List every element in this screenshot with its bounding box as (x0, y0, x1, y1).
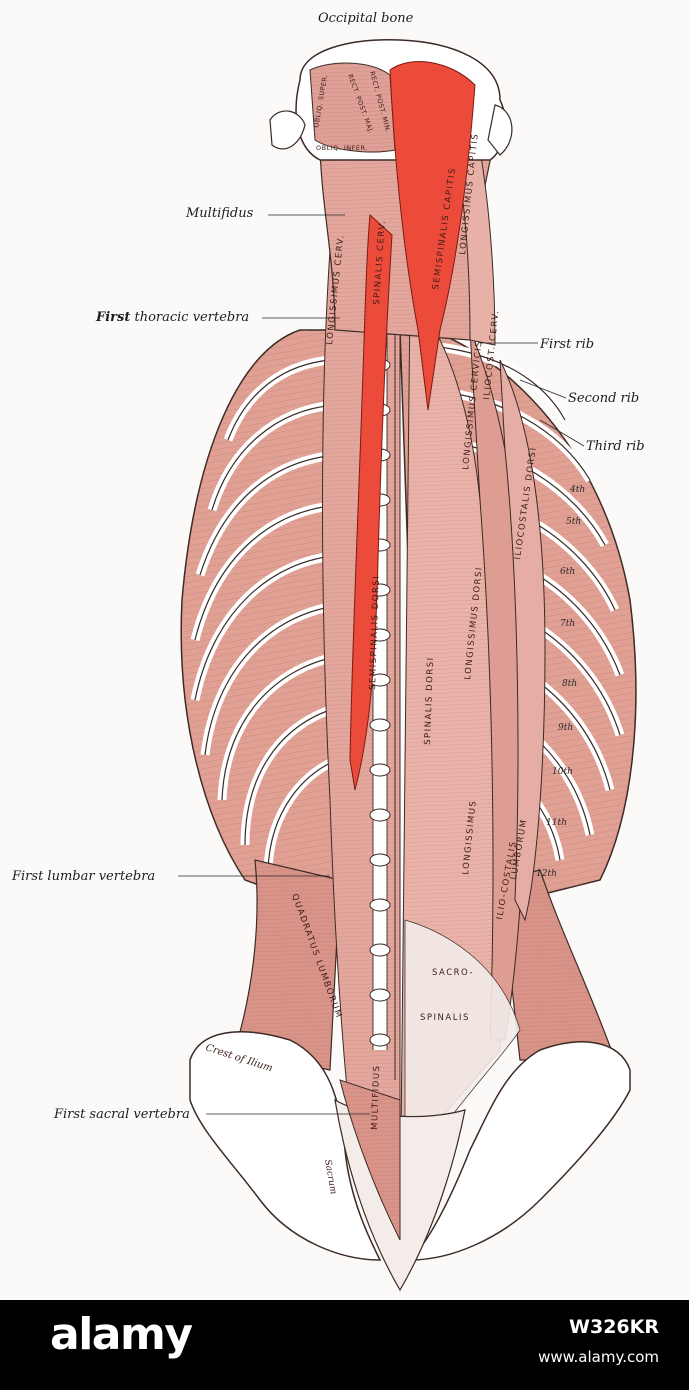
rib-number-6: 6th (560, 567, 575, 577)
rib-number-5: 5th (566, 517, 581, 527)
back-muscles-drawing: SEMISPINALIS CAPITIS LONGISSIMUS CAPITIS… (178, 39, 637, 1292)
rib-number-10: 10th (552, 767, 573, 777)
watermark-bar (0, 1300, 689, 1390)
image-id: W326KR (569, 1316, 659, 1338)
label-first-rib: First rib (540, 337, 595, 352)
rib-number-9: 9th (558, 723, 573, 733)
label-first-thoracic-vertebra: First thoracic vertebra (96, 311, 249, 324)
rib-number-4: 4th (569, 485, 585, 495)
label-first-thoracic-bold: First (96, 310, 131, 325)
muscle-label-sacro: SACRO- (432, 968, 474, 978)
semispinalis-highlight (349, 61, 476, 791)
rib-number-8: 8th (562, 679, 577, 689)
muscle-label-multifidus: MULTIFIDUS (370, 1064, 382, 1130)
muscle-label-spinalis-dorsi: SPINALIS DORSI (423, 656, 436, 745)
muscle-label-oblig-infer: OBLIQ. INFER. (316, 144, 368, 152)
lumbar-region (234, 859, 616, 1071)
muscle-label-spinalis: SPINALIS (420, 1013, 470, 1023)
rib-number-12: 12th (536, 869, 557, 879)
muscle-label-semispinalis-dorsi: SEMISPINALIS DORSI (368, 575, 382, 690)
label-second-rib: Second rib (568, 391, 640, 406)
label-first-lumbar-vertebra: First lumbar vertebra (12, 869, 156, 884)
pelvis (189, 1031, 631, 1292)
rib-number-11: 11th (546, 818, 567, 828)
label-multifidus: Multifidus (186, 206, 254, 221)
alamy-logo: alamy (50, 1309, 193, 1360)
label-third-rib: Third rib (586, 439, 645, 454)
label-first-thoracic-rest: thoracic vertebra (130, 310, 250, 325)
site-url: www.alamy.com (538, 1348, 659, 1366)
leader-lines (178, 214, 585, 1115)
label-first-sacral-vertebra: First sacral vertebra (54, 1107, 190, 1122)
rib-number-7: 7th (560, 619, 575, 629)
rib-numbers: 4th 5th 6th 7th 8th 9th 10th 11th 12th (536, 485, 585, 879)
label-occipital-bone: Occipital bone (318, 11, 414, 26)
anatomy-illustration: SEMISPINALIS CAPITIS LONGISSIMUS CAPITIS… (12, 11, 645, 1292)
